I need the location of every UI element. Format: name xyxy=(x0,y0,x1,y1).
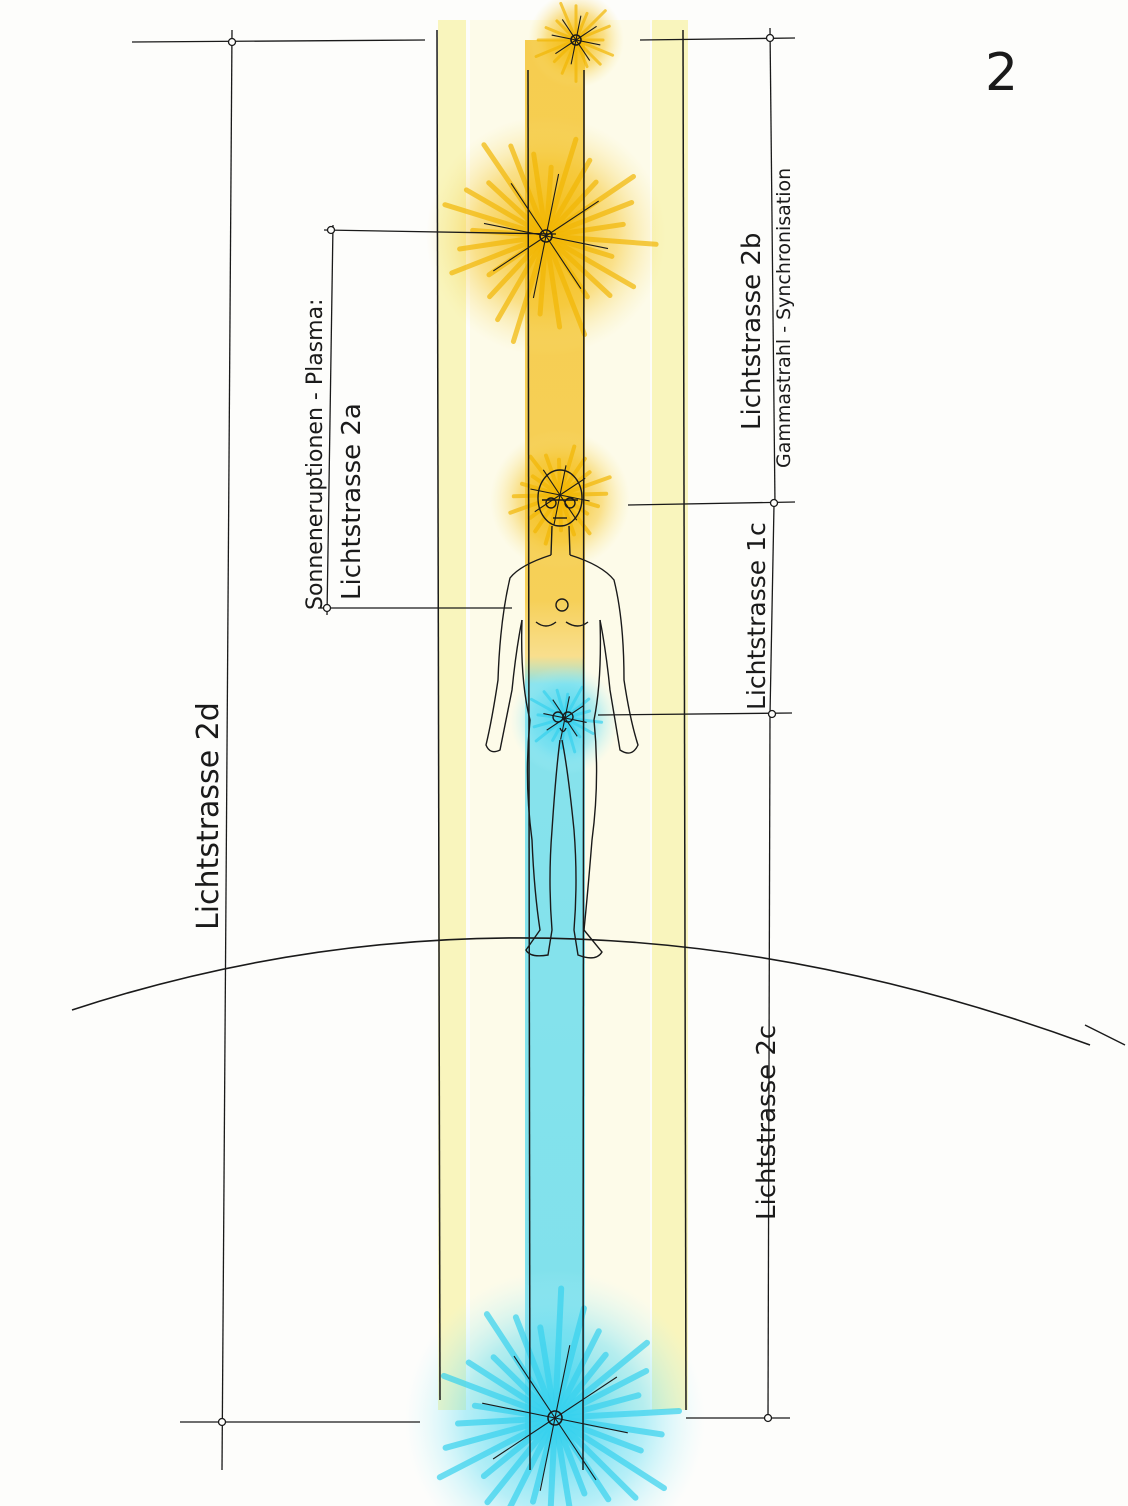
page-number: 2 xyxy=(985,43,1018,103)
label-lichtstrasse-2b: Lichtstrasse 2b xyxy=(737,233,767,430)
label-sonneneruptionen-plasma: Sonneneruptionen - Plasma: xyxy=(303,299,328,610)
label-gammastrahl-synchronisation: Gammastrahl - Synchronisation xyxy=(773,168,795,468)
label-lichtstrasse-2a: Lichtstrasse 2a xyxy=(337,403,367,600)
label-lichtstrasse-2c: Lichtstrasse 2c xyxy=(752,1025,782,1220)
label-lichtstrasse-1c: Lichtstrasse 1c xyxy=(742,522,771,710)
label-lichtstrasse-2d: Lichtstrasse 2d xyxy=(191,702,226,930)
